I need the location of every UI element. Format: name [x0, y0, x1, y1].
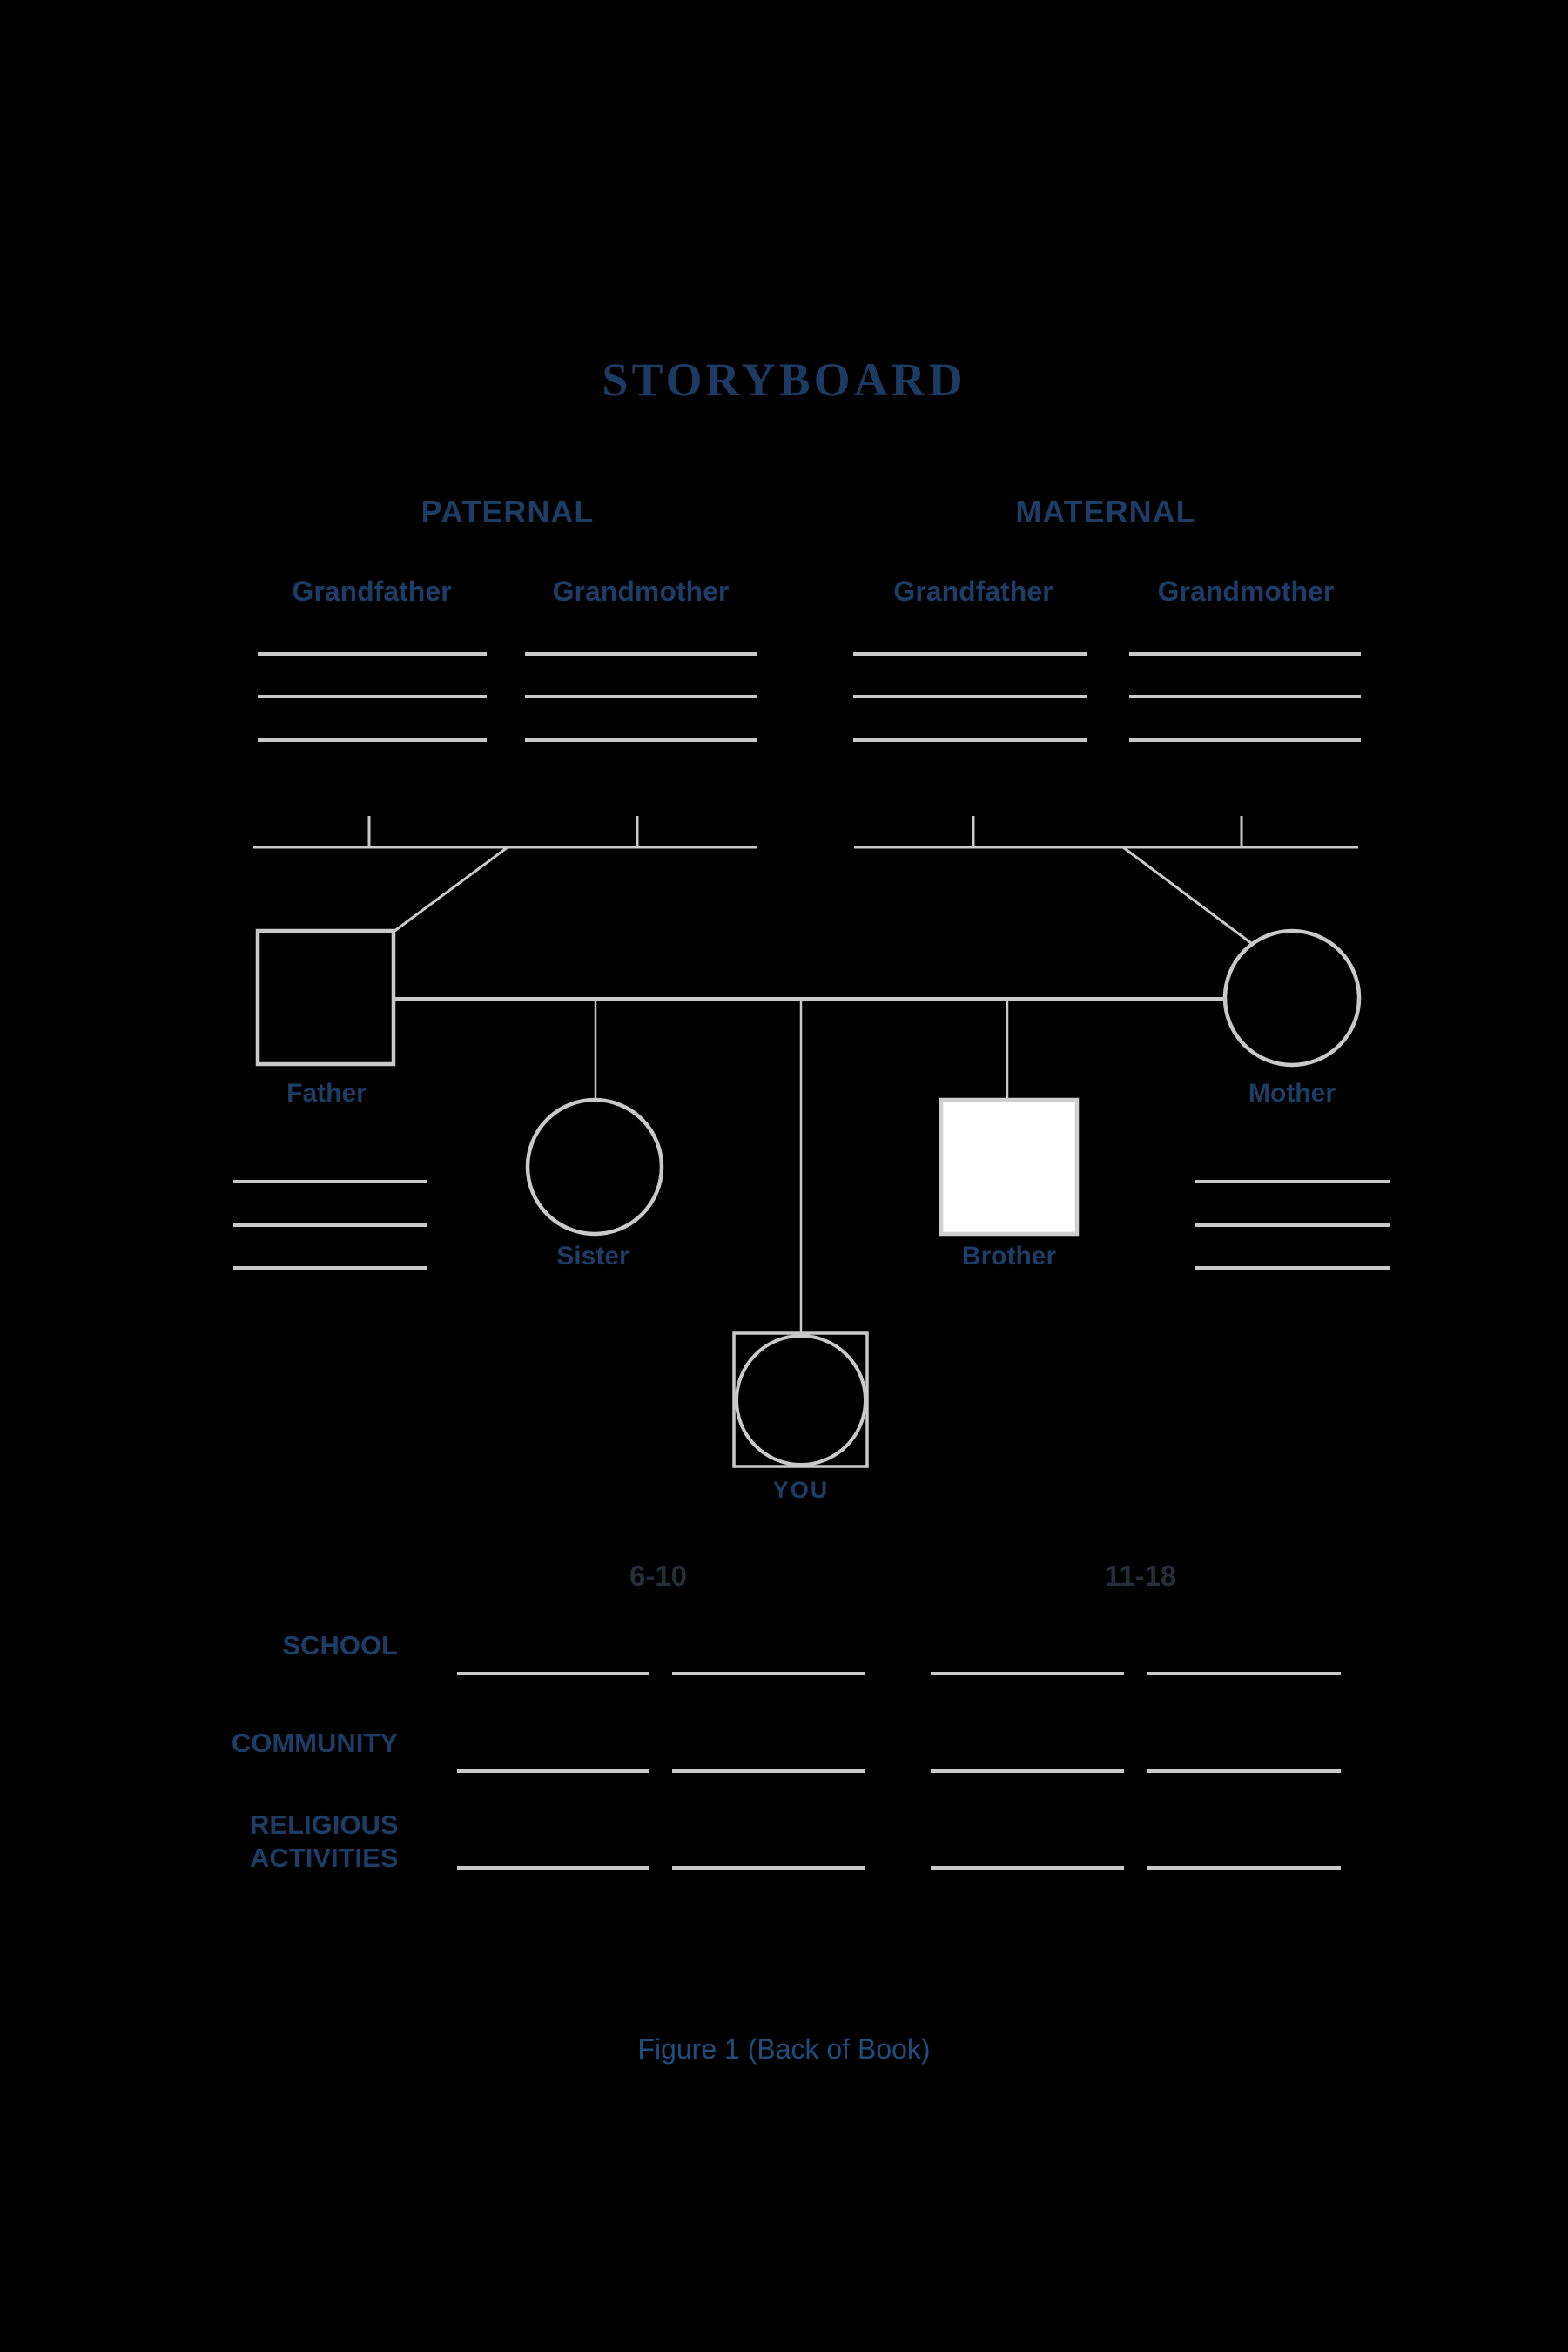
- maternal-header: MATERNAL: [1015, 494, 1196, 529]
- figure-caption: Figure 1 (Back of Book): [637, 2033, 931, 2065]
- mother-circle: [1222, 928, 1362, 1068]
- age-range-header-6-10: 6-10: [629, 1560, 688, 1592]
- maternal-descent-diagonal: [1122, 846, 1252, 945]
- row-label-community: COMMUNITY: [231, 1728, 398, 1758]
- sister-label: Sister: [556, 1242, 629, 1270]
- mother-label: Mother: [1248, 1079, 1336, 1108]
- father-label: Father: [286, 1079, 367, 1108]
- you-label: YOU: [772, 1477, 830, 1503]
- paternal-grandmother-label: Grandmother: [552, 576, 730, 607]
- paternal-header: PATERNAL: [421, 494, 595, 529]
- maternal-grandmother-label: Grandmother: [1157, 576, 1335, 607]
- row-label-religious-activities: RELIGIOUS ACTIVITIES: [250, 1809, 399, 1873]
- paternal-grandfather-label: Grandfather: [292, 576, 452, 607]
- age-range-header-11-18: 11-18: [1104, 1560, 1177, 1592]
- brother-label: Brother: [961, 1242, 1057, 1270]
- paternal-descent-diagonal: [393, 846, 508, 933]
- row-label-school: SCHOOL: [282, 1630, 398, 1661]
- brother-square: [939, 1097, 1080, 1237]
- you-square: [732, 1331, 869, 1468]
- page-title: STORYBOARD: [602, 354, 966, 406]
- sister-circle: [525, 1097, 664, 1237]
- you-circle: [735, 1334, 867, 1466]
- maternal-grandfather-label: Grandfather: [893, 576, 1053, 607]
- father-square: [255, 928, 396, 1067]
